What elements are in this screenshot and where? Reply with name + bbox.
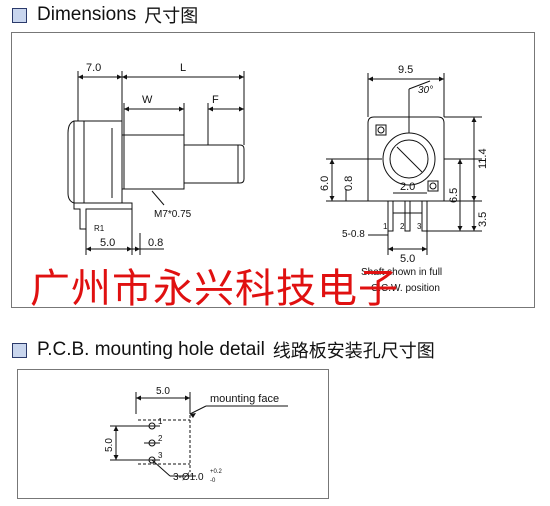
- mounting-face-label: mounting face: [210, 393, 279, 405]
- section-title: Dimensions: [37, 4, 137, 25]
- body-side-outline: [73, 120, 123, 204]
- dim-label-L: L: [180, 62, 186, 74]
- dim-label-9-5: 9.5: [398, 64, 413, 76]
- hole-spec-label: 3-Ø1.0: [173, 472, 204, 483]
- bushing-outline: [121, 134, 185, 190]
- section-title: P.C.B. mounting hole detail: [37, 339, 265, 360]
- dim-label-7-0: 7.0: [86, 62, 101, 74]
- dim-label-0-8-left: 0.8: [343, 176, 355, 191]
- square-bullet-icon: [12, 342, 27, 358]
- pcb-pin-label-1: 1: [158, 417, 163, 426]
- dim-label-thread: M7*0.75: [154, 209, 192, 220]
- dim-label-0-8-bottom: 0.8: [148, 237, 163, 249]
- section-subtitle: 尺寸图: [144, 6, 199, 27]
- pcb-drawing-panel: 5.0 5.0 mounting face 1 2 3 3-Ø1.0 +0.2 …: [17, 369, 329, 499]
- section-header-pcb: P.C.B. mounting hole detail 线路板安装孔尺寸图: [12, 337, 435, 363]
- shaft-circle: [389, 139, 429, 179]
- section-header-dimensions: Dimensions 尺寸图: [12, 2, 198, 28]
- dim-label-11-4: 11.4: [477, 148, 489, 169]
- dim-label-r1: R1: [94, 224, 105, 233]
- pcb-pin-label-2: 2: [158, 434, 163, 443]
- section-subtitle: 线路板安装孔尺寸图: [272, 341, 435, 362]
- pin-label-2: 2: [400, 222, 405, 231]
- dim-label-F: F: [212, 94, 219, 106]
- body-flange: [67, 120, 75, 204]
- dim-label-W: W: [142, 94, 153, 106]
- hole-tolerance-plus: +0.2: [210, 469, 223, 475]
- shaft-note-line2: C.C.W. position: [371, 283, 440, 294]
- dimensions-drawing: 7.0 L W F M7*0.75 R1 5.0 0.8: [67, 62, 489, 265]
- dim-label-2-0: 2.0: [400, 181, 415, 193]
- pcb-pin-label-3: 3: [158, 451, 163, 460]
- shaft-outline: [183, 144, 245, 184]
- pcb-hole-drawing: 5.0 5.0 mounting face 1 2 3 3-Ø1.0 +0.2 …: [104, 386, 288, 484]
- pin-label-1: 1: [383, 222, 388, 231]
- dim-label-5-0-bottom: 5.0: [100, 237, 115, 249]
- pcb-dim-label-side: 5.0: [104, 438, 115, 452]
- dim-label-6-0: 6.0: [319, 176, 331, 191]
- dim-label-6-5: 6.5: [448, 188, 460, 203]
- pin-label-3: 3: [417, 222, 422, 231]
- front-body-outline: [367, 116, 445, 202]
- pcb-dim-label-top: 5.0: [156, 386, 170, 397]
- shaft-note-line1: Shaft shown in full: [361, 267, 443, 278]
- dim-label-5-0-8: 5-0.8: [342, 229, 365, 240]
- square-bullet-icon: [12, 7, 27, 23]
- company-watermark: 广州市永兴科技电子: [30, 266, 399, 312]
- dim-label-3-5: 3.5: [477, 212, 489, 227]
- dim-label-30deg: 30°: [418, 85, 433, 96]
- dim-label-5-0-right: 5.0: [400, 253, 415, 265]
- hole-tolerance-minus: -0: [210, 478, 216, 484]
- dimensions-drawing-panel: 7.0 L W F M7*0.75 R1 5.0 0.8: [11, 32, 535, 308]
